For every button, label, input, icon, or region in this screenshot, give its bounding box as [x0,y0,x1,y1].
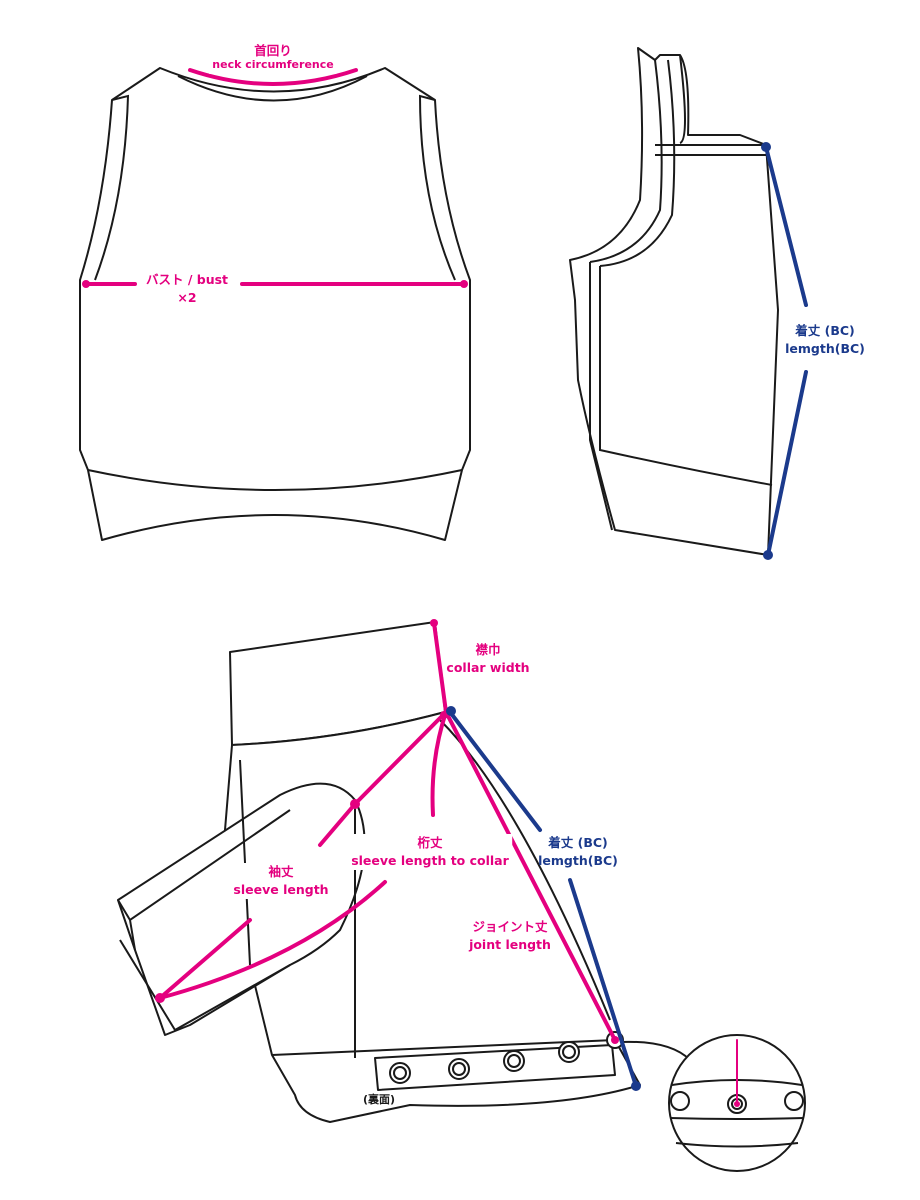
side-length-line-bottom [766,370,808,557]
collar-width-line [432,621,448,714]
back-side-note: (裏面) [363,1093,396,1106]
side-length-label: 着丈 (BC)lemgth(BC) [782,322,868,358]
side-length-top-point [761,142,771,152]
sleeve-curve-line [158,880,387,1000]
bust-point-left [82,280,90,288]
sleeve-length-line-top [353,710,448,806]
side-view-garment [569,47,779,556]
bottom-length-label: 着丈 (BC)lemgth(BC) [538,835,618,868]
side-length-bottom-point [763,550,773,560]
sleeve-to-collar-line [430,710,448,817]
eyelets [389,1031,624,1084]
bottom-length-line-bottom [568,878,638,1088]
dog-wearing-garment [117,621,641,1123]
sleeve-length-line-bottom [158,802,357,1000]
bottom-length-line-top [448,710,542,832]
eyelet-detail-magnifier [619,1034,806,1172]
front-view-garment [79,67,471,541]
bust-label: バスト / bust×2 [142,271,232,307]
side-length-line-top [764,145,808,307]
bust-point-right [460,280,468,288]
neck-measure-line [188,68,358,86]
joint-length-line [444,710,617,1042]
